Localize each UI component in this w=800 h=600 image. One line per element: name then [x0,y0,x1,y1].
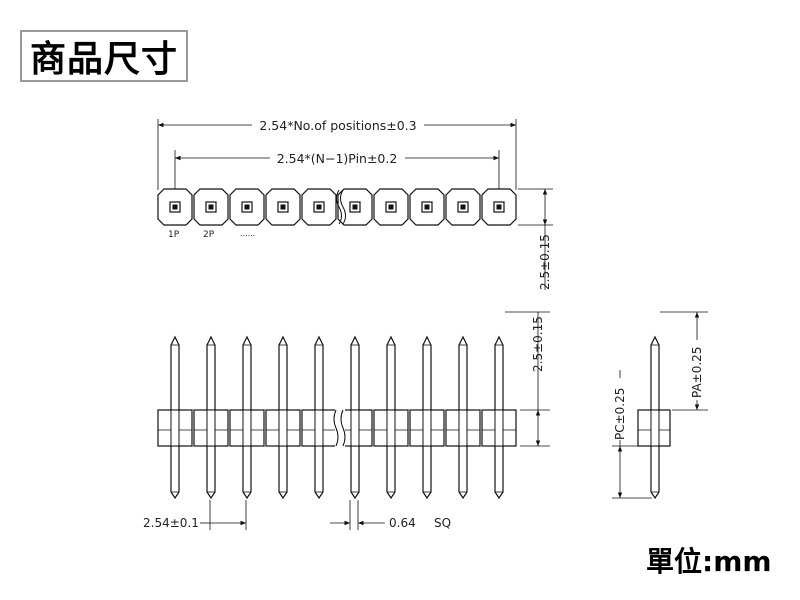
break-mark [336,189,342,225]
pin-through-housing [170,409,180,447]
pin-through-housing [422,409,432,447]
break-gap [335,408,345,448]
pc-label: PC±0.25 [613,388,627,440]
pin-square-inner [280,204,286,210]
housing-cells [157,188,517,226]
pin-square-inner [496,204,502,210]
break-mark [340,189,346,225]
title-box: 商品尺寸 [20,30,188,82]
pin2-label: 2P [203,230,215,240]
pin-through-housing [650,409,660,447]
pin-square-inner [460,204,466,210]
pin-square-inner [244,204,250,210]
break-mark [333,409,339,447]
pitch-length-label: 2.54*(N−1)Pin±0.2 [277,151,398,166]
pin-square-inner [352,204,358,210]
pin-square-inner [316,204,322,210]
page-title: 商品尺寸 [29,39,178,80]
label-mask [689,340,705,400]
pin-size-unit: SQ [434,516,451,530]
pa-label: PA±0.25 [690,347,704,398]
side-view: PA±0.25 PC±0.25 [612,311,708,500]
pin-through-housing [206,409,216,447]
top-view: 2.54*No.of positions±0.3 2.54*(N−1)Pin±0… [157,118,553,290]
ellipsis-label: ...... [240,229,255,238]
pin-square-inner [172,204,178,210]
front-housing [157,408,517,448]
pin-through-housing [350,409,360,447]
pin-square-inner [388,204,394,210]
pin-through-housing [458,409,468,447]
pin1-label: 1P [168,230,180,240]
pin-size-value: 0.64 [389,516,416,530]
unit-label: 單位:mm [646,545,772,578]
pin-through-housing [314,409,324,447]
label-mask [612,378,628,440]
pin-square-inner [424,204,430,210]
pin-through-housing [242,409,252,447]
height-label: 2.5±0.15 [531,316,545,372]
pin-square-inner [208,204,214,210]
pin-through-housing [278,409,288,447]
front-view: 2.5±0.15 2.54±0.1 0.64 SQ [143,311,550,530]
pin-through-housing [386,409,396,447]
break-mark [340,409,346,447]
depth-label: 2.5±0.15 [538,234,552,290]
overall-length-label: 2.54*No.of positions±0.3 [259,118,416,133]
pin-through-housing [494,409,504,447]
pin-pitch-label: 2.54±0.1 [143,516,199,530]
